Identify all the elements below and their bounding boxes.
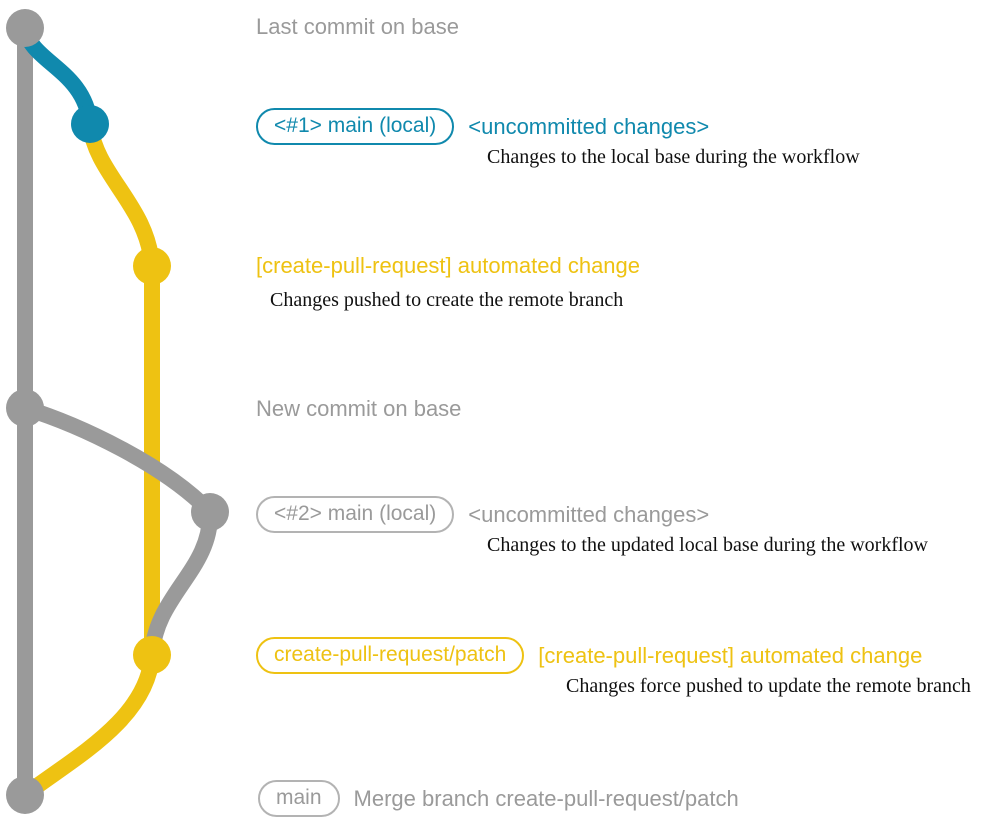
branch-pill-create-pull-request-patch[interactable]: create-pull-request/patch bbox=[256, 637, 525, 674]
commit-description-automated-change-1: Changes pushed to create the remote bran… bbox=[270, 289, 624, 311]
commit-row-local-main-1: <#1> main (local) <uncommitted changes> bbox=[256, 108, 709, 145]
commit-row-merge-main: main Merge branch create-pull-request/pa… bbox=[258, 780, 739, 817]
commit-row-automated-change-2: create-pull-request/patch [create-pull-r… bbox=[256, 637, 922, 674]
node-automated-change-2[interactable] bbox=[133, 636, 171, 674]
node-local-main-2[interactable] bbox=[191, 493, 229, 531]
branch-pill-local-main-2[interactable]: <#2> main (local) bbox=[256, 496, 455, 533]
commit-subject-merge-main: Merge branch create-pull-request/patch bbox=[353, 785, 739, 811]
branch-pill-local-main-1[interactable]: <#1> main (local) bbox=[256, 108, 455, 145]
node-last-commit-on-base[interactable] bbox=[6, 9, 44, 47]
node-merge-main[interactable] bbox=[6, 776, 44, 814]
node-new-commit-on-base[interactable] bbox=[6, 389, 44, 427]
node-local-main-1[interactable] bbox=[71, 105, 109, 143]
commit-description-automated-change-2: Changes force pushed to update the remot… bbox=[566, 675, 971, 697]
commit-description-local-main-1: Changes to the local base during the wor… bbox=[487, 146, 860, 168]
edge-automated-2-to-merge bbox=[17, 647, 160, 803]
edge-local-1-to-automated-1 bbox=[82, 116, 160, 274]
commit-subject-local-main-1: <uncommitted changes> bbox=[468, 113, 710, 139]
commit-row-local-main-2: <#2> main (local) <uncommitted changes> bbox=[256, 496, 709, 533]
commit-subject-automated-change-1: [create-pull-request] automated change bbox=[256, 253, 641, 278]
commit-subject-new-commit-on-base: New commit on base bbox=[256, 396, 462, 421]
node-automated-change-1[interactable] bbox=[133, 247, 171, 285]
commit-subject-local-main-2: <uncommitted changes> bbox=[468, 501, 710, 527]
branch-pill-main[interactable]: main bbox=[258, 780, 340, 817]
edge-base-to-local-2 bbox=[17, 400, 218, 520]
edge-local-2-to-automated-2 bbox=[144, 504, 219, 663]
commit-description-local-main-2: Changes to the updated local base during… bbox=[487, 534, 928, 556]
commit-subject-last-commit-on-base: Last commit on base bbox=[256, 14, 459, 39]
commit-subject-automated-change-2: [create-pull-request] automated change bbox=[538, 642, 923, 668]
